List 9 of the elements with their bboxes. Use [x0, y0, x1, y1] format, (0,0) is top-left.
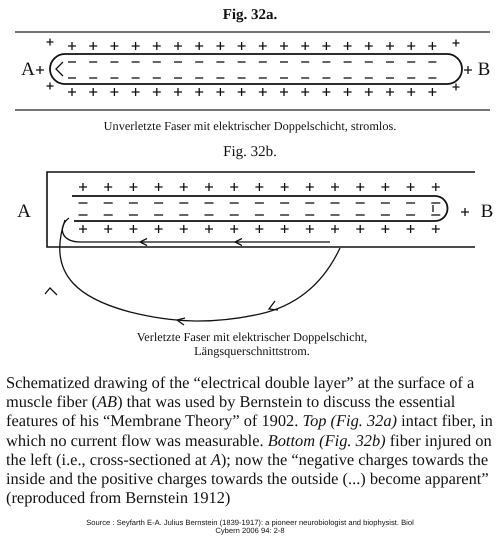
end-label: A — [21, 60, 35, 80]
end-label: B — [478, 60, 490, 80]
figure-caption: Verletzte Faser mit elektrischer Doppelschicht, Längsquerschnittstrom. — [136, 331, 368, 359]
figure-caption: Unverletzte Faser mit elektrischer Doppelschicht, stromlos. — [104, 120, 396, 134]
figure-label: Fig. 32b. — [223, 144, 277, 160]
end-label: A — [17, 202, 31, 222]
figure-label: Fig. 32a. — [222, 6, 278, 24]
end-label: B — [480, 202, 494, 222]
caption-paragraph: Schematized drawing of the “electrical double layer” at the surface of a muscle fiber (AB) that was used by Bernstein to discuss the essential features of his “Membrane Theory” of 1902. Top (Fig. 32a) intact fiber, in which no current flow was measurable. Bottom (Fig. 32b) fiber injured on the left (i.e., cross-sectioned at A); now the “negative charges towards the inside and the positive charges towards the outside (...) become apparent” (reproduced from Bernstein 1912) — [6, 373, 494, 508]
